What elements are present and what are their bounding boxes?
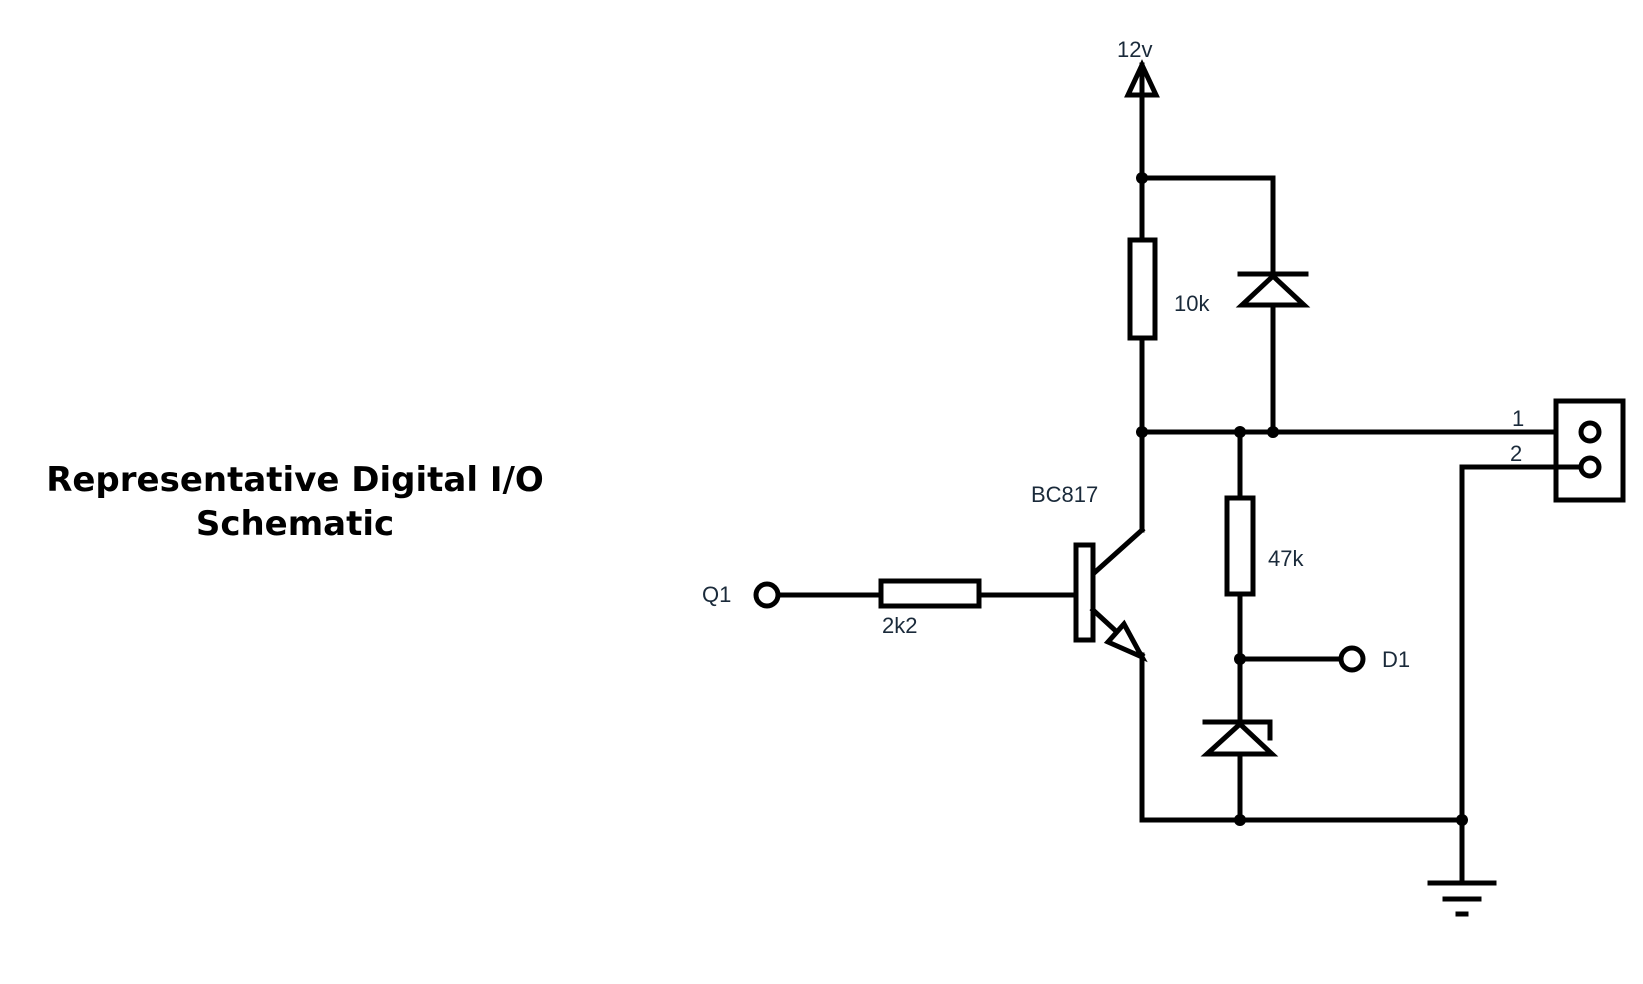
resistor-body: [1224, 495, 1256, 597]
input-q1-label: Q1: [702, 582, 731, 607]
transistor-label: BC817: [1031, 482, 1098, 507]
transistor-base-bar: [1073, 542, 1096, 643]
connector-body: [1553, 398, 1626, 503]
output-terminal: [1338, 645, 1366, 673]
diode-triangle: [1235, 272, 1311, 308]
supply-12v: 12v: [1117, 37, 1160, 181]
output-d1: D1: [1237, 645, 1410, 673]
junction-dot: [1267, 426, 1279, 438]
transistor-bc817: BC817: [1031, 429, 1148, 823]
pin-1-label: 1: [1512, 406, 1524, 431]
resistor-47k-label: 47k: [1268, 546, 1304, 571]
resistor-2k2-label: 2k2: [882, 613, 917, 638]
emitter-arrow-icon: [1103, 619, 1148, 663]
ground-icon: [1427, 817, 1497, 917]
supply-label: 12v: [1117, 37, 1152, 62]
zener-triangle: [1200, 720, 1279, 757]
resistor-47k: 47k: [1224, 429, 1304, 728]
zener-diode: [1200, 719, 1279, 823]
connector-2pin: 1 2: [1459, 398, 1626, 503]
input-q1: Q1 2k2: [702, 578, 1079, 638]
output-d1-label: D1: [1382, 647, 1410, 672]
pin-2-label: 2: [1510, 441, 1522, 466]
title-line-2: Schematic: [195, 504, 395, 544]
resistor-2k2-body: [878, 578, 982, 609]
resistor-body: [1127, 237, 1158, 341]
diode-flyback: [1235, 271, 1311, 435]
zener-cathode-bar: [1202, 719, 1273, 741]
junction-dot: [1234, 814, 1246, 826]
schematic-title: Representative Digital I/O Schematic: [0, 458, 590, 546]
collector-lead: [1089, 526, 1146, 578]
title-line-1: Representative Digital I/O: [46, 460, 544, 500]
input-terminal: [753, 581, 781, 609]
wire-top-right: [1139, 175, 1276, 278]
resistor-10k: 10k: [1127, 175, 1210, 435]
connector-pin-2: [1578, 455, 1602, 479]
resistor-10k-label: 10k: [1174, 291, 1210, 316]
connector-pin-1: [1578, 420, 1602, 444]
